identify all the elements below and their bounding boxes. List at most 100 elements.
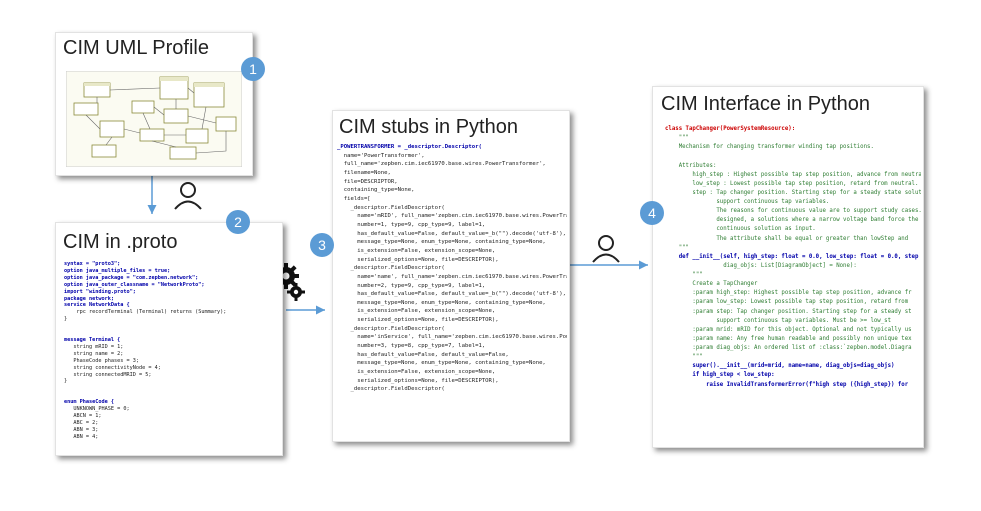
code-line: has_default_value=False, default_value=F… bbox=[337, 351, 509, 358]
code-line: continuous solution as input. bbox=[665, 226, 816, 233]
code-line: number=1, type=9, cpp_type=9, label=1, bbox=[337, 221, 486, 228]
code-line: has_default_value=False, default_value=_… bbox=[337, 230, 567, 237]
step-badge-2: 2 bbox=[226, 210, 250, 234]
code-line: import "winding.proto"; bbox=[64, 288, 136, 295]
code-line: name='PowerTransformer', bbox=[337, 152, 425, 159]
code-line: number=3, type=8, cpp_type=7, label=1, bbox=[337, 343, 486, 350]
code-line: string connectedMRID = 5; bbox=[64, 371, 152, 378]
uml-profile-box: CIM UML Profile bbox=[55, 32, 253, 176]
code-line: step : Tap changer position. Starting st… bbox=[665, 189, 921, 196]
code-line: message_type=None, enum_type=None, conta… bbox=[337, 299, 546, 306]
code-line: ABN = 3; bbox=[64, 426, 99, 433]
code-line: diag_objs: List[DiagramObject] = None): bbox=[665, 262, 857, 269]
code-line: super().__init__(mrid=mrid, name=name, d… bbox=[665, 363, 895, 370]
code-line: is_extension=False, extension_scope=None… bbox=[337, 308, 496, 315]
proto-code-block: syntax = "proto3";option java_multiple_f… bbox=[64, 261, 279, 451]
code-line: } bbox=[64, 316, 68, 323]
code-line: :param mrid: mRID for this object. Optio… bbox=[665, 326, 912, 333]
code-line: is_extension=False, extension_scope=None… bbox=[337, 247, 496, 254]
code-line: option java_multiple_files = true; bbox=[64, 267, 171, 274]
code-line: support continuous tap variables. bbox=[665, 199, 830, 205]
code-line: full_name='zepben.cim.iec61970.base.wire… bbox=[337, 161, 546, 168]
code-line: serialized_options=None, file=DESCRIPTOR… bbox=[337, 317, 499, 324]
code-line bbox=[64, 385, 279, 392]
code-line: message Terminal { bbox=[64, 336, 121, 343]
code-line: rpc recordTerminal (Terminal) returns (S… bbox=[64, 309, 227, 316]
code-line: syntax = "proto3"; bbox=[64, 261, 121, 267]
code-line: enum PhaseCode { bbox=[64, 399, 114, 406]
code-line: } bbox=[64, 378, 68, 385]
interface-code-block: class TapChanger(PowerSystemResource): "… bbox=[665, 125, 921, 445]
code-line: :param high_step: Highest possible tap s… bbox=[665, 290, 912, 297]
person-icon bbox=[592, 235, 620, 263]
code-line: name='mRID', full_name='zepben.cim.iec61… bbox=[357, 213, 567, 220]
code-line: fields=[ bbox=[337, 195, 371, 202]
code-line: string name = 2; bbox=[64, 350, 124, 357]
code-line: is_extension=False, extension_scope=None… bbox=[337, 369, 496, 376]
code-line: serialized_options=None, file=DESCRIPTOR… bbox=[337, 256, 499, 263]
code-line: _descriptor.FieldDescriptor( bbox=[337, 265, 445, 272]
code-line: _descriptor.FieldDescriptor( bbox=[337, 204, 445, 211]
code-line: Mechanism for changing transformer windi… bbox=[665, 144, 874, 151]
code-line: _descriptor.FieldDescriptor( bbox=[337, 325, 445, 332]
code-line: file=DESCRIPTOR, bbox=[337, 178, 398, 185]
code-line: low_step : Lowest possible tap step posi… bbox=[665, 180, 919, 187]
code-line: string mRID = 1; bbox=[64, 343, 124, 350]
code-line: name='inService', full_name='zepben.cim.… bbox=[357, 334, 567, 341]
code-line: class TapChanger(PowerSystemResource): bbox=[665, 126, 796, 132]
proto-title: CIM in .proto bbox=[63, 231, 178, 253]
code-line: containing_type=None, bbox=[337, 187, 415, 194]
code-line: raise InvalidTransformerError(f"high ste… bbox=[665, 381, 909, 388]
step-badge-3: 3 bbox=[310, 233, 334, 257]
code-line: designed, a solutions where a narrow vol… bbox=[665, 217, 919, 224]
person-icon bbox=[174, 182, 202, 210]
code-line: The reasons for continuous value are to … bbox=[665, 208, 921, 215]
code-line: service NetworkData { bbox=[64, 302, 130, 309]
code-line: _descriptor.FieldDescriptor( bbox=[337, 386, 445, 393]
code-line: number=2, type=9, cpp_type=9, label=1, bbox=[337, 282, 486, 289]
code-line: package network; bbox=[64, 295, 114, 302]
code-line: option java_outer_classname = "NetworkPr… bbox=[64, 281, 205, 288]
code-line: _POWERTRANSFORMER = _descriptor.Descript… bbox=[337, 144, 482, 150]
code-line: high_step : Highest possible tap step po… bbox=[665, 171, 921, 178]
code-line: message_type=None, enum_type=None, conta… bbox=[337, 239, 546, 246]
interface-box: CIM Interface in Python class TapChanger… bbox=[652, 86, 924, 448]
code-line: def __init__(self, high_step: float = 0.… bbox=[665, 253, 919, 260]
code-line: name='name', full_name='zepben.cim.iec61… bbox=[357, 273, 567, 280]
interface-title: CIM Interface in Python bbox=[661, 93, 870, 115]
code-line: message_type=None, enum_type=None, conta… bbox=[337, 360, 546, 367]
stubs-title: CIM stubs in Python bbox=[339, 116, 518, 138]
code-line bbox=[64, 330, 279, 337]
code-line: string connectivityNode = 4; bbox=[64, 364, 161, 371]
stubs-code-block: _POWERTRANSFORMER = _descriptor.Descript… bbox=[337, 143, 567, 437]
code-line: """ bbox=[665, 354, 703, 361]
code-line bbox=[665, 152, 921, 161]
proto-box: CIM in .proto syntax = "proto3";option j… bbox=[55, 222, 283, 456]
code-line: has_default_value=False, default_value=_… bbox=[337, 291, 567, 298]
code-line: UNKNOWN_PHASE = 0; bbox=[64, 406, 130, 413]
code-line: :param name: Any free human readable and… bbox=[665, 335, 912, 342]
code-line: PhaseCode phases = 3; bbox=[64, 357, 139, 364]
code-line: :param low_step: Lowest possible tap ste… bbox=[665, 299, 909, 306]
stubs-box: CIM stubs in Python _POWERTRANSFORMER = … bbox=[332, 110, 570, 442]
code-line: :param diag_objs: An ordered list of :cl… bbox=[665, 345, 912, 351]
code-line: The attribute shall be equal or greater … bbox=[665, 235, 909, 242]
code-line: serialized_options=None, file=DESCRIPTOR… bbox=[337, 377, 499, 384]
code-line: """ bbox=[665, 272, 703, 278]
code-line: ABC = 2; bbox=[64, 419, 99, 426]
step-badge-4: 4 bbox=[640, 201, 664, 225]
code-line: option java_package = "com.zepben.networ… bbox=[64, 274, 199, 281]
code-line: """ bbox=[665, 244, 689, 251]
code-line bbox=[64, 323, 279, 330]
code-line: ABCN = 1; bbox=[64, 412, 102, 419]
code-line: Create a TapChanger bbox=[665, 281, 758, 288]
code-line: ABN = 4; bbox=[64, 433, 99, 440]
uml-diagram-thumbnail bbox=[66, 71, 242, 167]
code-line bbox=[64, 392, 279, 399]
code-line: support continuous tap variables. Must b… bbox=[665, 317, 891, 324]
code-line: filename=None, bbox=[337, 169, 391, 176]
code-line: if high_step < low_step: bbox=[665, 372, 775, 379]
code-line: :param step: Tap changer position. Start… bbox=[665, 308, 912, 315]
uml-profile-title: CIM UML Profile bbox=[63, 37, 209, 59]
step-badge-1: 1 bbox=[241, 57, 265, 81]
